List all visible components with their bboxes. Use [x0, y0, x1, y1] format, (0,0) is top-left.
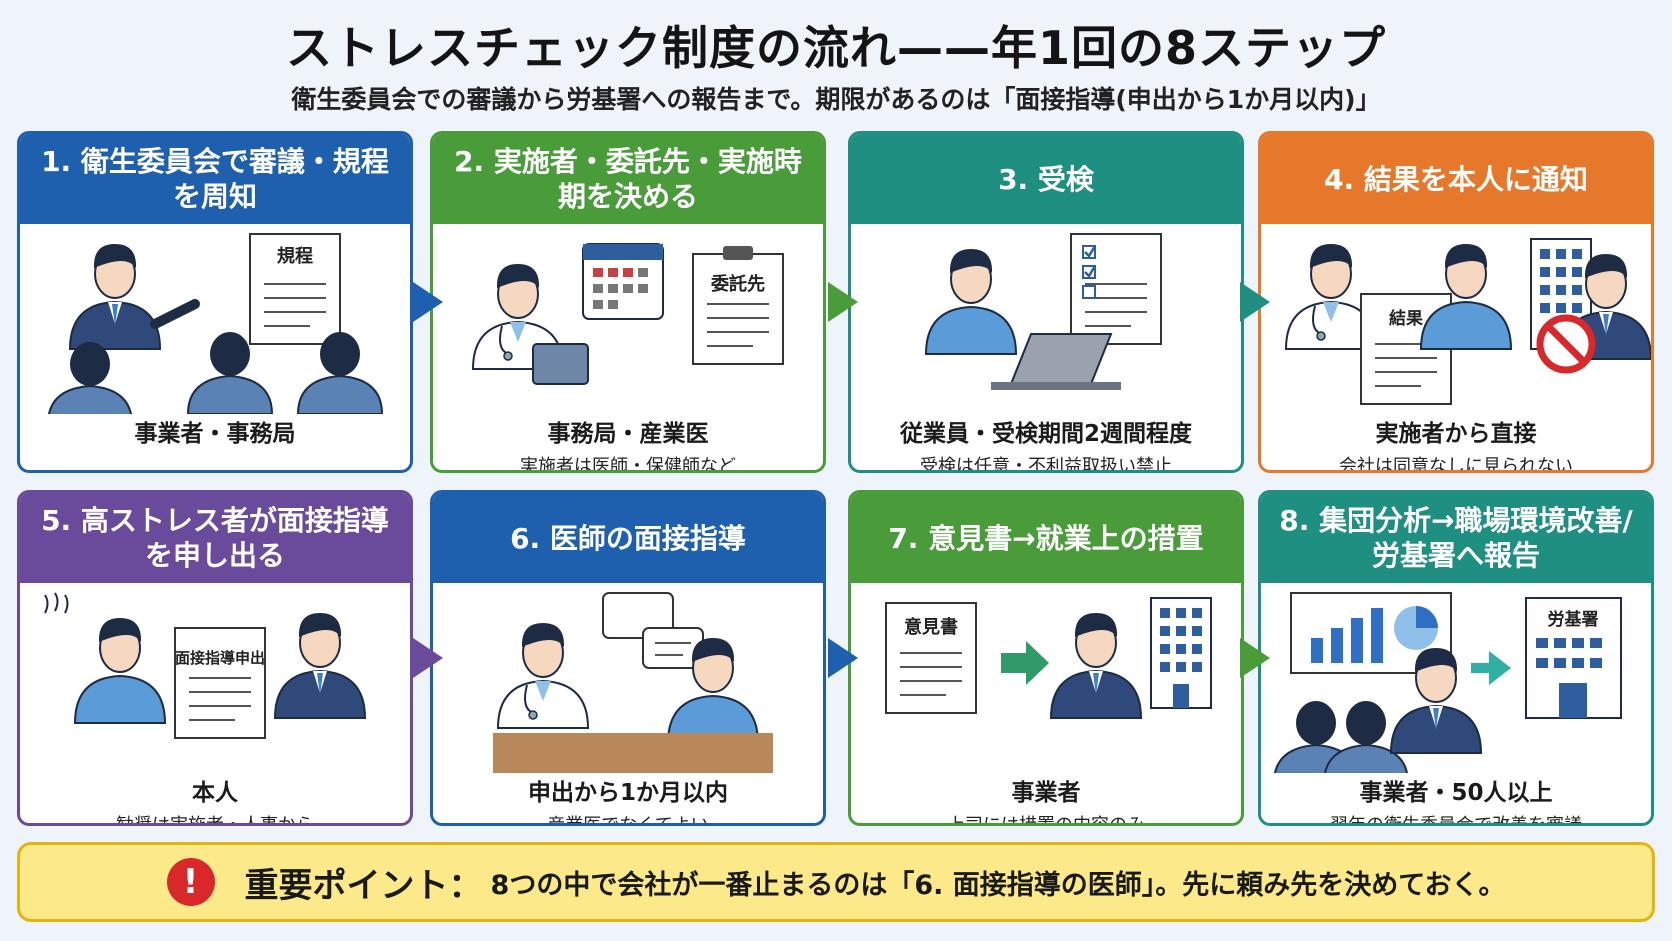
opinion-illustration: 意見書 — [851, 583, 1241, 773]
step-caption: 事務局・産業医 — [547, 421, 709, 447]
step-caption: 従業員・受検期間2週間程度 — [899, 421, 1192, 447]
page-subtitle: 衛生委員会での審議から労基署への報告まで。期限があるのは「面接指導(申出から1か… — [291, 85, 1381, 114]
step-card-4: 4. 結果を本人に通知 結果 実施者から直接 会社は同意なしに見られない — [1258, 131, 1654, 473]
doc-label: 委託先 — [710, 273, 765, 295]
step-heading: 2. 実施者・委託先・実施時期を決める — [433, 134, 823, 224]
stress-lines-icon — [44, 592, 69, 614]
step-caption: 実施者から直接 — [1375, 421, 1537, 447]
doc-label: 意見書 — [904, 616, 958, 638]
interview-illustration — [433, 583, 823, 773]
step-card-6: 6. 医師の面接指導 申出から1か月以内 産業医でなくてよい — [430, 490, 826, 826]
arrow-right-icon — [828, 638, 858, 678]
arrow-right-icon — [828, 282, 858, 322]
exam-illustration — [851, 224, 1241, 414]
arrow-right-icon — [413, 638, 443, 678]
step-note: 産業医でなくてよい — [547, 815, 709, 826]
step-card-7: 7. 意見書→就業上の措置 意見書 事業者 上司には措置の内容のみ — [848, 490, 1244, 826]
doc-label: 労基署 — [1548, 609, 1599, 630]
arrow-right-icon — [1240, 282, 1270, 322]
request-illustration: 面接指導申出 — [20, 583, 410, 773]
step-card-2: 2. 実施者・委託先・実施時期を決める 委託先 事務局・産業医 実施者は医師・保… — [430, 131, 826, 473]
laptop-icon — [1009, 333, 1113, 385]
prohibited-icon — [1536, 314, 1596, 374]
page-title: ストレスチェック制度の流れ——年1回の8ステップ — [285, 21, 1386, 75]
arrow-right-icon — [1240, 638, 1270, 678]
arrow-right-icon — [1001, 641, 1049, 685]
step-caption: 事業者 — [1011, 780, 1081, 806]
doc-label: 規程 — [277, 246, 313, 267]
step-note: 翌年の衛生委員会で改善を審議 — [1330, 815, 1582, 826]
doc-label: 面接指導申出 — [175, 649, 265, 667]
step-heading: 5. 高ストレス者が面接指導を申し出る — [20, 493, 410, 583]
step-heading: 1. 衛生委員会で審議・規程を周知 — [20, 134, 410, 224]
step-note: 受検は任意・不利益取扱い禁止 — [920, 456, 1172, 473]
arrow-right-icon — [413, 282, 443, 322]
step-heading: 7. 意見書→就業上の措置 — [851, 493, 1241, 583]
important-point-banner: ! 重要ポイント： 8つの中で会社が一番止まるのは「6. 面接指導の医師」。先に… — [17, 842, 1655, 922]
pie-chart-icon — [1416, 606, 1438, 628]
checklist-icon — [1082, 245, 1096, 299]
chat-bubble-icon — [602, 592, 704, 669]
step-heading: 4. 結果を本人に通知 — [1261, 134, 1651, 224]
important-point-text: 8つの中で会社が一番止まるのは「6. 面接指導の医師」。先に頼み先を決めておく。 — [490, 869, 1506, 901]
step-card-1: 1. 衛生委員会で審議・規程を周知 規程 事業者・事務局 — [17, 131, 413, 473]
important-point-label: 重要ポイント： — [244, 865, 483, 906]
step-caption: 事業者・50人以上 — [1359, 780, 1553, 806]
warning-icon: ! — [166, 858, 215, 906]
arrow-right-icon — [1471, 651, 1511, 685]
step-note: 勧奨は実施者・人事から — [116, 815, 314, 826]
step-heading: 6. 医師の面接指導 — [433, 493, 823, 583]
analysis-report-illustration: 労基署 — [1261, 583, 1651, 773]
step-card-5: 5. 高ストレス者が面接指導を申し出る 面接指導申出 本人 勧奨は実施者・人事か… — [17, 490, 413, 826]
step-note: 上司には措置の内容のみ — [947, 815, 1145, 826]
step-caption: 本人 — [192, 780, 238, 806]
step-card-8: 8. 集団分析→職場環境改善/労基署へ報告 労基署 事業者・50人以上 翌年の衛… — [1258, 490, 1654, 826]
clipboard-icon — [723, 246, 753, 260]
doc-label: 結果 — [1389, 308, 1423, 329]
step-heading: 3. 受検 — [851, 134, 1241, 224]
step-caption: 事業者・事務局 — [134, 421, 296, 447]
step-note: 実施者は医師・保健師など — [520, 456, 736, 473]
desk-icon — [493, 733, 773, 773]
doctor-planning-illustration: 委託先 — [433, 224, 823, 414]
step-caption: 申出から1か月以内 — [527, 780, 728, 806]
step-card-3: 3. 受検 従業員・受検期間2週間程度 受検は任意・不利益取扱い禁止 — [848, 131, 1244, 473]
step-note: 会社は同意なしに見られない — [1339, 456, 1573, 473]
result-notice-illustration: 結果 — [1261, 224, 1651, 414]
step-heading: 8. 集団分析→職場環境改善/労基署へ報告 — [1261, 493, 1651, 583]
meeting-illustration: 規程 — [20, 224, 410, 414]
